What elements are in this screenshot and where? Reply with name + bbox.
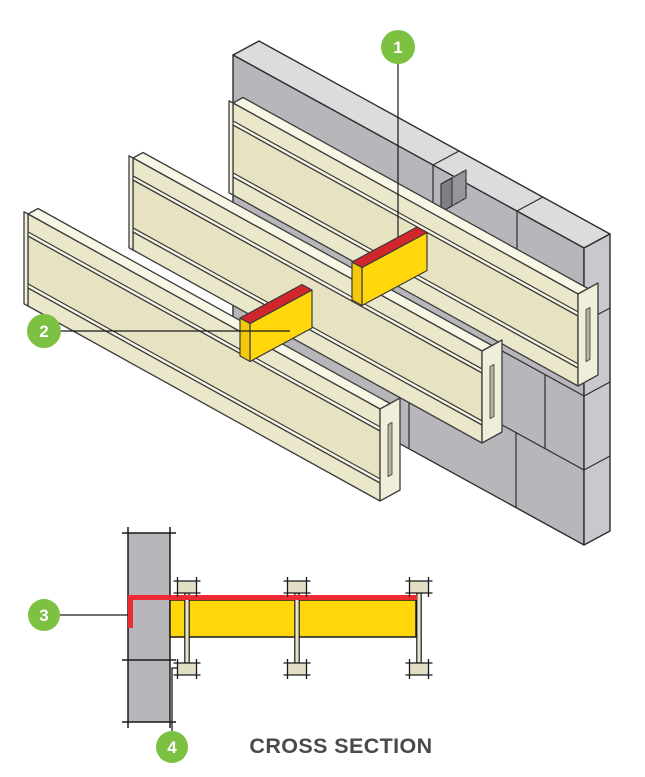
block-end-face (239, 317, 251, 363)
callout-2: 2 (27, 314, 61, 348)
callout-1-number: 1 (393, 38, 402, 57)
cross-section-label: CROSS SECTION (249, 734, 432, 758)
adhesive-stripe-2 (239, 283, 313, 325)
block-end-face (351, 261, 363, 307)
rail-section-3 (405, 577, 433, 679)
insulation-block-1 (351, 226, 428, 307)
cross-section-wall (122, 527, 176, 728)
callout-1: 1 (381, 30, 415, 64)
rail-section-1 (173, 577, 201, 679)
rail-end-slot (585, 306, 591, 363)
callout-2-number: 2 (39, 322, 48, 341)
rail-section-flanges (173, 577, 433, 679)
insulation-block-2 (239, 283, 313, 363)
rail-section-2 (283, 577, 311, 679)
adhesive-stripe-1 (351, 226, 428, 269)
leader-line-4 (171, 667, 177, 731)
callout-3-number: 3 (39, 606, 48, 625)
callout-3: 3 (28, 599, 60, 631)
cross-section-adhesive-line (128, 595, 417, 628)
cross-section-view: 3 4 CROSS SECTION (28, 527, 433, 763)
rail-left-end-cap (228, 100, 234, 196)
wall-anchor-notch (440, 169, 467, 213)
wall-top-face-joints (432, 150, 544, 212)
callout-4-number: 4 (167, 738, 177, 757)
callout-4: 4 (156, 731, 188, 763)
isometric-view: 1 2 (23, 30, 611, 546)
furring-rail-middle (128, 151, 503, 444)
cross-section-insulation (169, 599, 417, 638)
